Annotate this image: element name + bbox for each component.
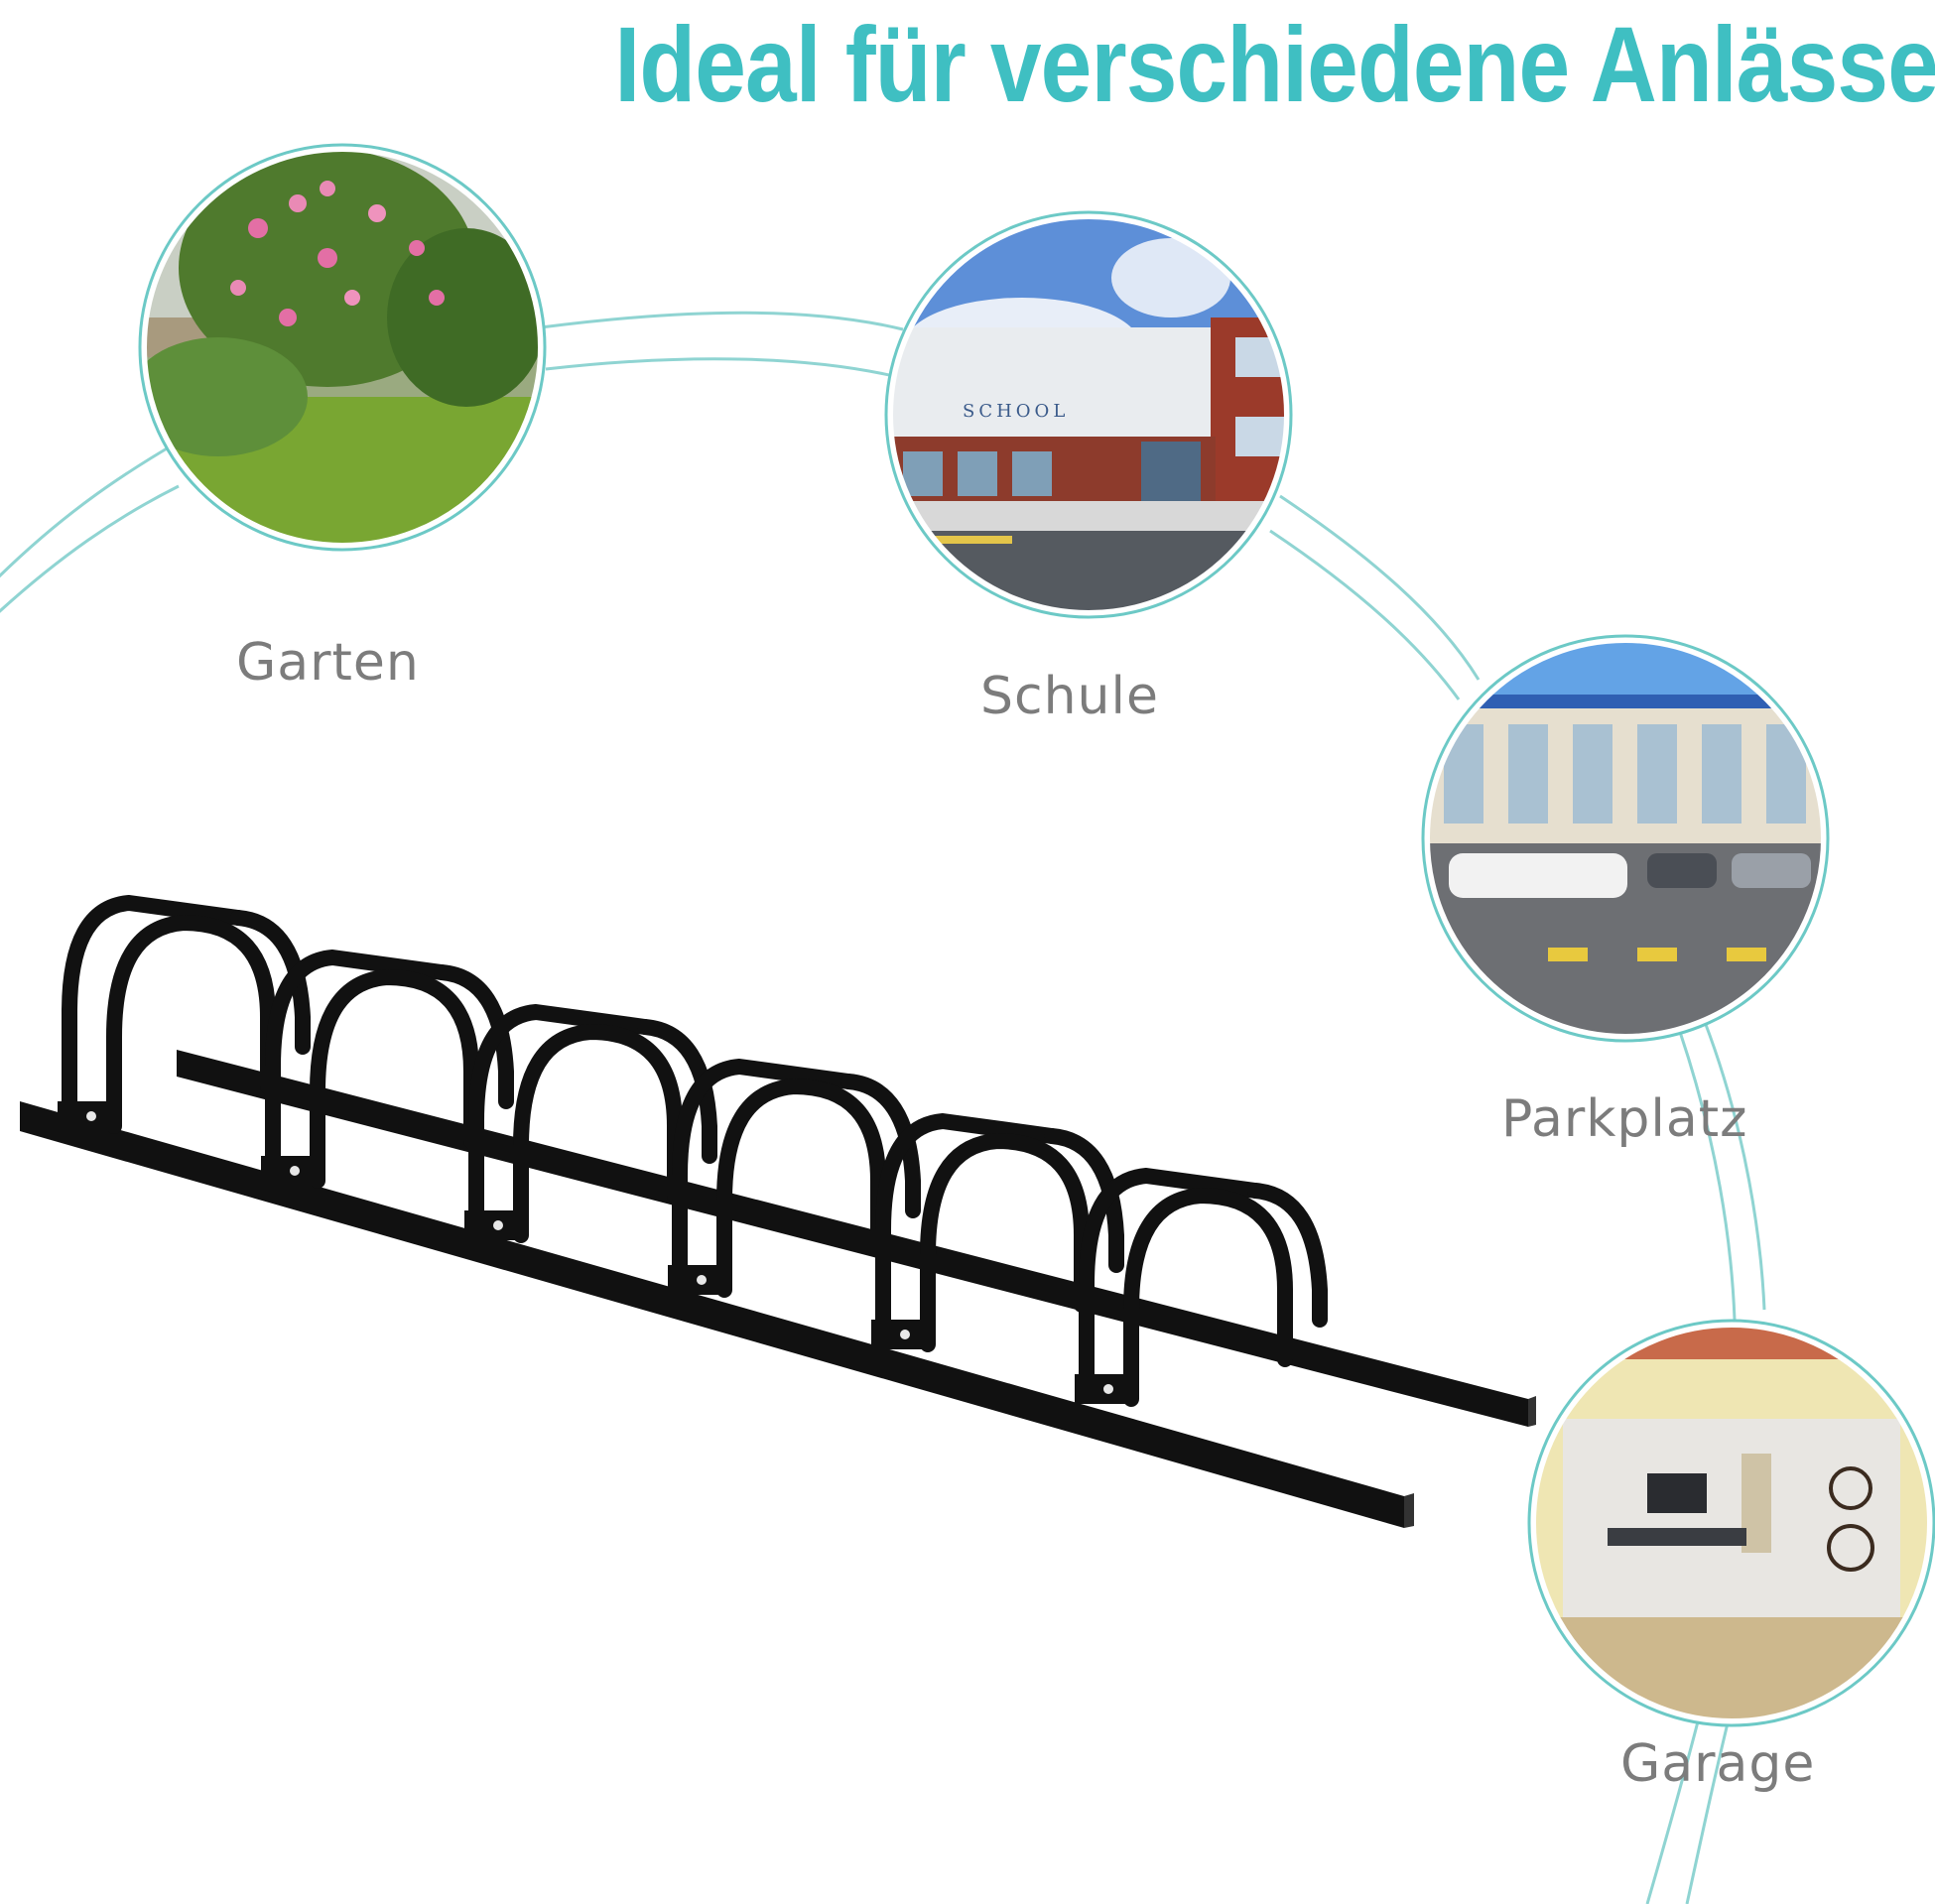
page-title-text: Ideal für verschiedene Anlässe — [614, 4, 1935, 124]
label-garten: Garten — [236, 633, 420, 693]
label-schule: Schule — [980, 667, 1159, 726]
label-parkplatz: Parkplatz — [1501, 1089, 1748, 1149]
school-sign-text: SCHOOL — [963, 401, 1069, 422]
page-title: Ideal für verschiedene Anlässe — [171, 2, 1935, 126]
label-garage: Garage — [1620, 1734, 1816, 1794]
